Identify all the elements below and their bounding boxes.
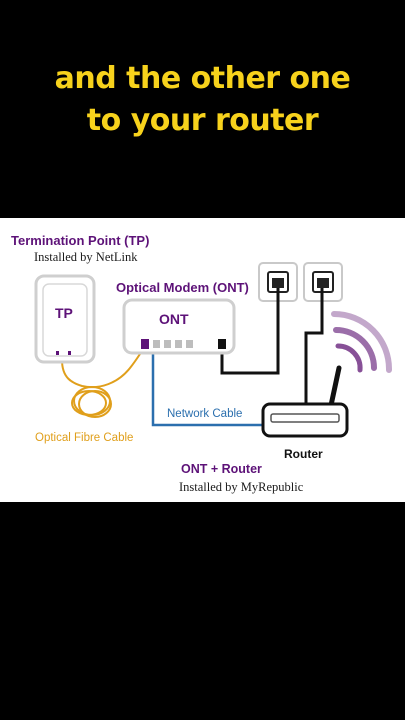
ont-router-title: ONT + Router	[181, 462, 262, 476]
fibre-coil	[71, 386, 112, 418]
wifi-icon	[331, 311, 393, 373]
tp-box-label: TP	[55, 305, 73, 321]
caption: and the other one to your router	[0, 58, 405, 142]
network-cable	[151, 346, 268, 427]
optical-fibre-label: Optical Fibre Cable	[35, 432, 134, 444]
ethernet-cable-socket-to-router	[304, 288, 324, 408]
ont-router-installer: Installed by MyRepublic	[179, 480, 304, 494]
tp-title: Termination Point (TP)	[11, 233, 150, 248]
ont-device	[122, 298, 236, 355]
network-diagram: Termination Point (TP) Installed by NetL…	[0, 218, 405, 502]
ethernet-cable-ont-to-socket	[220, 288, 280, 375]
ont-title: Optical Modem (ONT)	[116, 280, 249, 295]
wall-socket-1-icon	[258, 262, 298, 302]
tp-installer: Installed by NetLink	[34, 250, 138, 264]
ont-box-label: ONT	[159, 311, 189, 327]
optical-fibre-cable	[61, 345, 147, 388]
caption-line-2: to your router	[86, 103, 319, 138]
wall-socket-2-icon	[303, 262, 343, 302]
caption-line-1: and the other one	[54, 61, 351, 96]
router-label: Router	[284, 447, 323, 461]
diagram-graphics	[34, 262, 393, 438]
tp-device	[34, 274, 96, 364]
network-cable-label: Network Cable	[167, 408, 243, 420]
router-device	[261, 365, 349, 438]
